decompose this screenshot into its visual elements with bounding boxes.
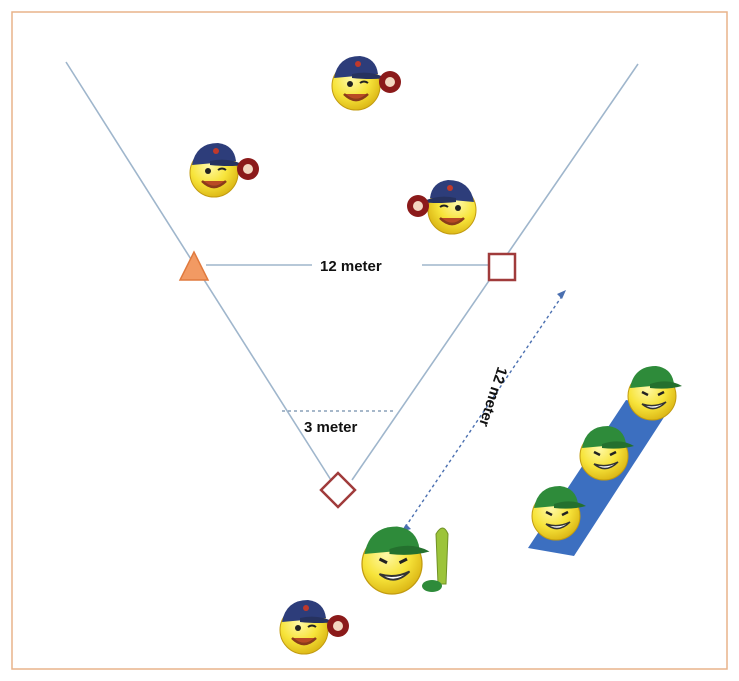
- fielder-smiley-icon: [330, 54, 403, 112]
- frame-border: [11, 11, 728, 670]
- label-distance-between-bases: 12 meter: [320, 258, 382, 275]
- fielder-smiley-icon: [188, 141, 261, 199]
- triangle-marker-icon: [178, 250, 210, 281]
- fielder-smiley-icon: [278, 598, 351, 656]
- fielder-smiley-icon: [405, 178, 478, 236]
- waiting-player-smiley-icon: [626, 364, 684, 422]
- square-marker-icon: [487, 252, 517, 282]
- batter-smiley-icon: [360, 524, 449, 596]
- diamond-marker-icon: [319, 471, 357, 509]
- label-distance-to-batter-box: 12 meter: [475, 365, 510, 429]
- bat-icon: [435, 527, 449, 585]
- label-home-zone-width: 3 meter: [304, 419, 358, 436]
